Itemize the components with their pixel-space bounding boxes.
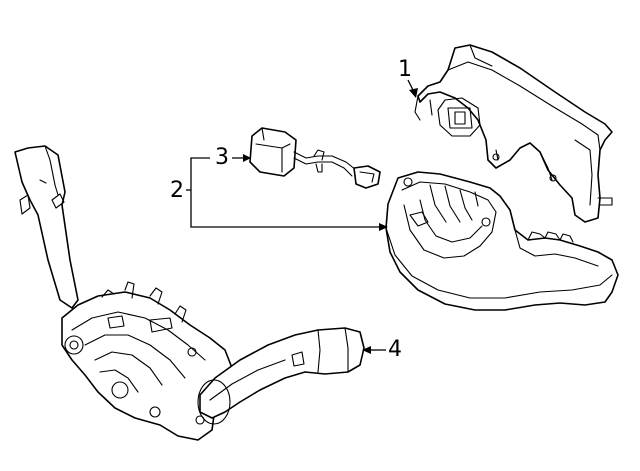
arrowhead-4 bbox=[362, 346, 371, 354]
leader-2-bracket bbox=[190, 157, 382, 228]
arrowhead-3 bbox=[243, 154, 251, 162]
callout-4: 4 bbox=[388, 337, 402, 362]
callout-1: 1 bbox=[398, 57, 412, 82]
wiring-connector bbox=[249, 127, 381, 189]
arrowhead-2 bbox=[379, 223, 388, 231]
lower-column-cover bbox=[385, 171, 619, 311]
combination-switch bbox=[14, 145, 365, 441]
callout-3: 3 bbox=[215, 145, 229, 170]
leader-lines bbox=[186, 79, 418, 354]
upper-column-cover bbox=[414, 44, 613, 223]
arrowhead-1 bbox=[409, 88, 418, 98]
callout-2: 2 bbox=[170, 178, 184, 203]
